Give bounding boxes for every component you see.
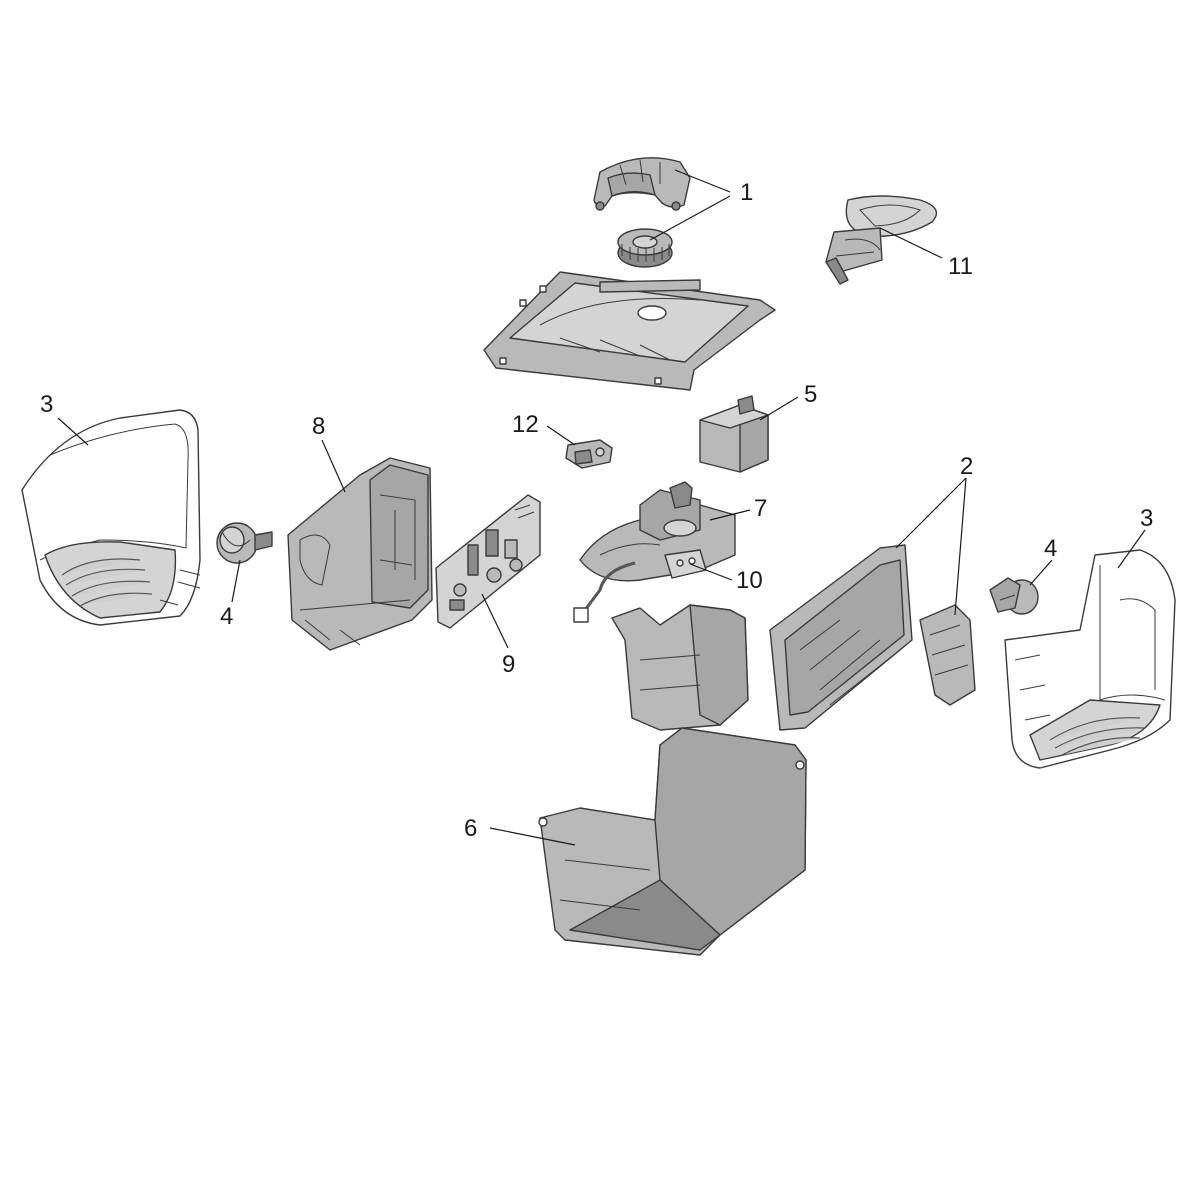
leader-5: [759, 396, 799, 421]
callout-5: 5: [804, 381, 817, 408]
leader-1a: [674, 169, 731, 193]
part-1-motor-cover[interactable]: [593, 157, 691, 211]
part-12-sensor[interactable]: [565, 439, 613, 469]
part-3-left-cover[interactable]: [21, 409, 201, 626]
part-8-housing[interactable]: [287, 457, 433, 651]
callout-11: 11: [948, 253, 973, 280]
leader-lines: [57, 169, 1146, 846]
callout-1: 1: [740, 179, 753, 206]
leader-11: [879, 227, 943, 259]
leader-3-left: [57, 417, 89, 446]
leader-2a: [895, 477, 967, 549]
leader-12: [546, 425, 576, 446]
callout-12: 12: [512, 411, 539, 438]
part-10-harness[interactable]: [573, 549, 707, 623]
part-9-circuit-board[interactable]: [435, 494, 541, 629]
part-1-gear[interactable]: [617, 228, 673, 268]
leader-1b: [649, 195, 731, 241]
callout-4-right: 4: [1044, 535, 1057, 562]
leader-2b: [954, 477, 967, 616]
callout-7: 7: [754, 495, 767, 522]
part-7-drive[interactable]: [579, 481, 736, 582]
chassis-plate: [483, 271, 776, 391]
callout-3-left: 3: [40, 391, 53, 418]
part-3-right-cover[interactable]: [1004, 549, 1176, 769]
leader-7: [709, 509, 751, 521]
callout-10: 10: [736, 567, 763, 594]
callout-8: 8: [312, 413, 325, 440]
leader-4-right: [1029, 559, 1053, 586]
leader-9: [481, 593, 509, 649]
callout-9: 9: [502, 651, 515, 678]
leader-10: [689, 563, 733, 581]
callout-6: 6: [464, 815, 477, 842]
center-frame: [611, 604, 749, 731]
part-4-left-socket[interactable]: [216, 522, 273, 564]
part-2-side-panel[interactable]: [769, 544, 913, 731]
leader-6: [489, 827, 576, 846]
part-4-right-socket[interactable]: [989, 577, 1039, 615]
callout-3-right: 3: [1140, 505, 1153, 532]
leader-4-left: [231, 559, 241, 603]
callout-labels: 1 2 3 3 4 4 5 6 7 8 9 10 11 12: [40, 179, 1153, 842]
part-2-small-panel[interactable]: [919, 604, 976, 706]
part-5-block[interactable]: [699, 395, 769, 473]
part-11-bracket[interactable]: [825, 195, 938, 285]
leader-3-right: [1117, 529, 1146, 569]
part-6-tray[interactable]: [538, 727, 807, 956]
callout-4-left: 4: [220, 603, 233, 630]
leader-8: [321, 439, 346, 493]
callout-2: 2: [960, 453, 973, 480]
